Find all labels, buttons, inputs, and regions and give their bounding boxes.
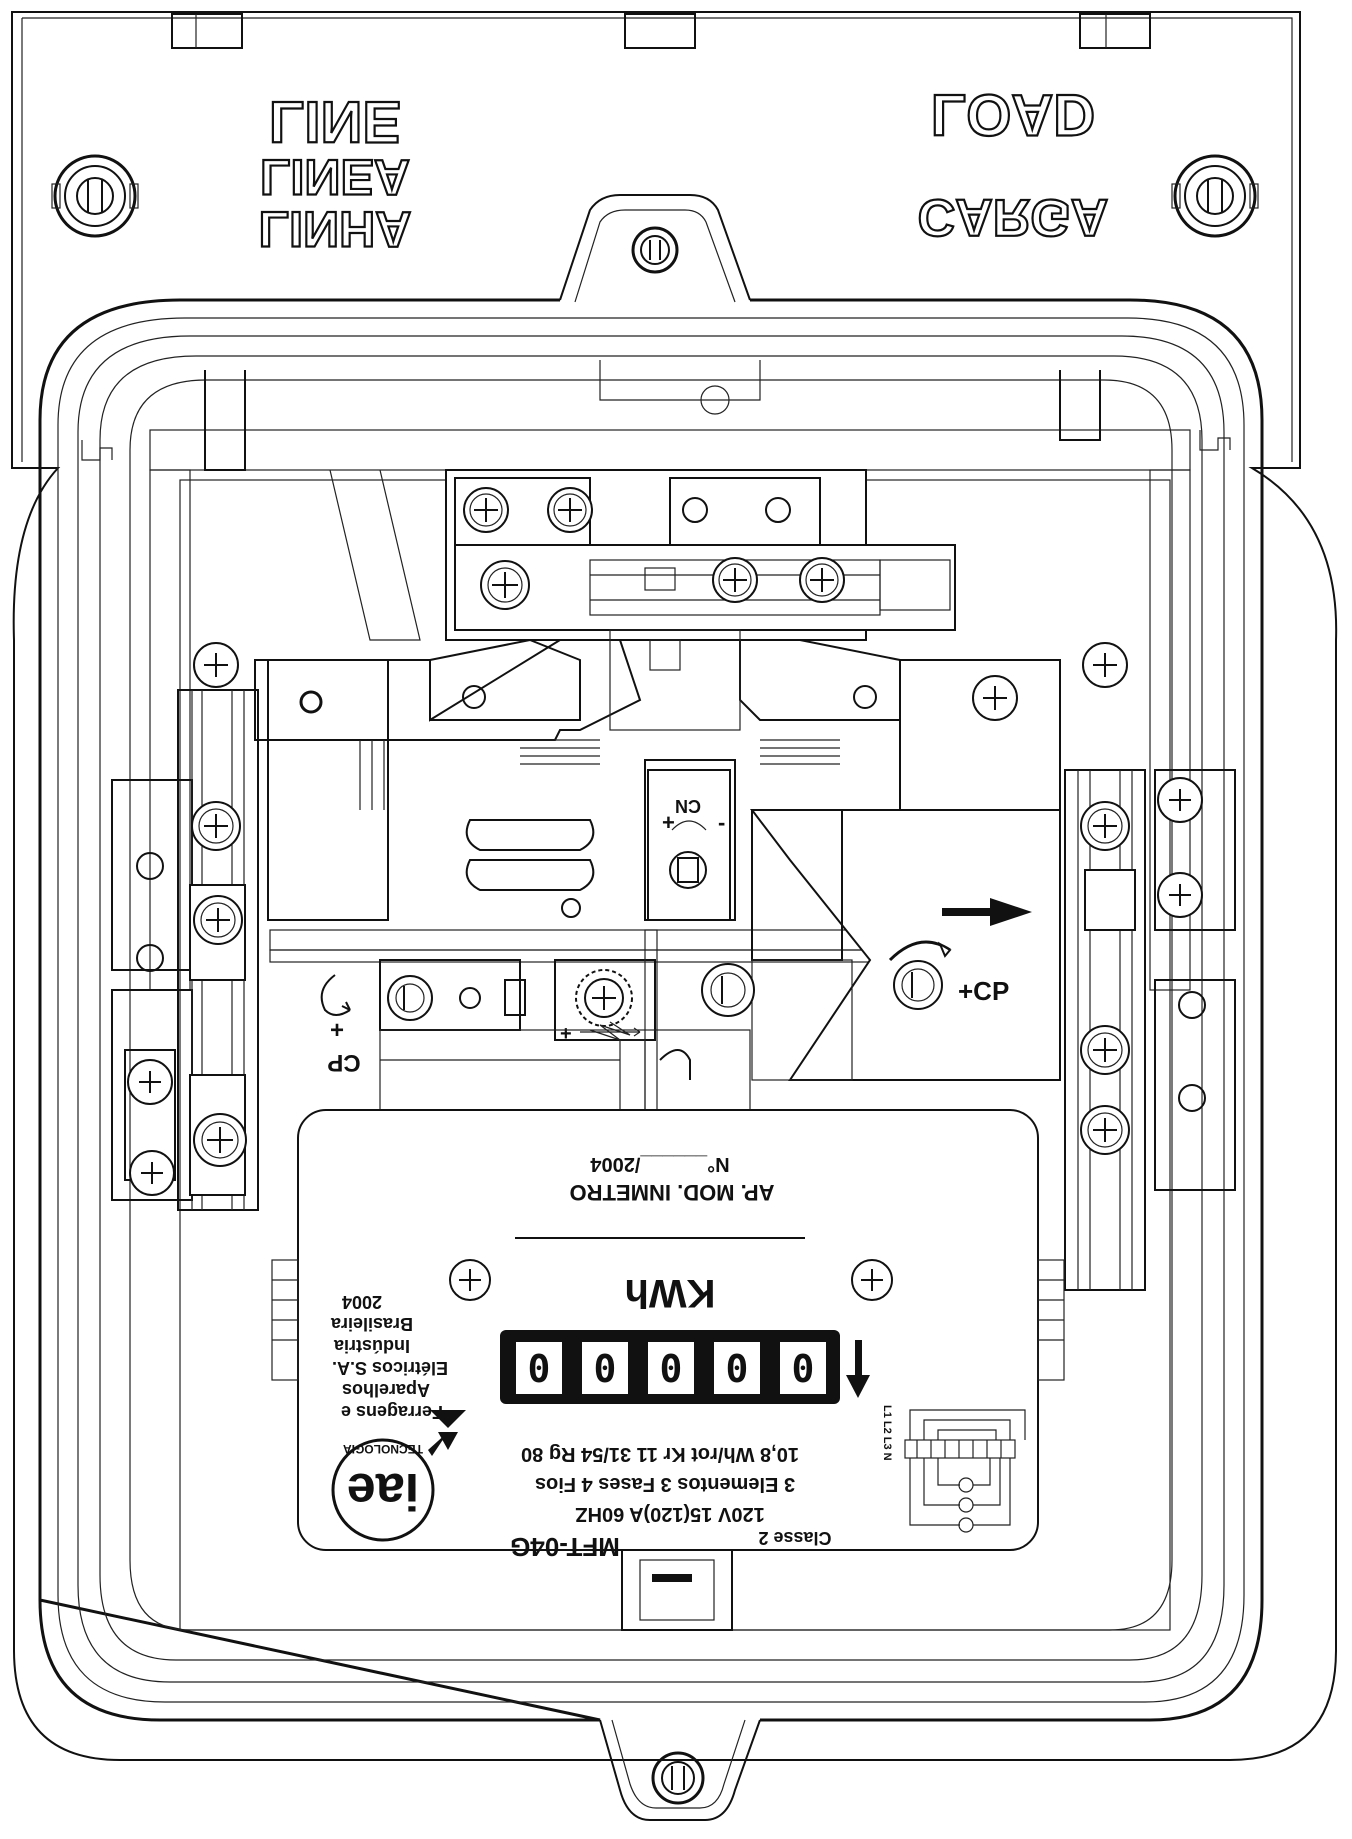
- phillips-screw-icon: [193, 642, 239, 688]
- register-digit: 0: [660, 1347, 683, 1391]
- cn-minus-label: -: [718, 810, 725, 835]
- manufacturer-line: Indústria: [333, 1336, 410, 1356]
- approval-number: N°______/2004: [590, 1153, 730, 1175]
- manufacturer-year: 2004: [342, 1292, 382, 1312]
- terminal-screws-top: [463, 487, 845, 610]
- wiring-labels: L1 L2 L3 N: [881, 1405, 893, 1461]
- brand-subtitle: TECNOLOGIA: [343, 1442, 423, 1456]
- down-arrow-icon: [846, 1340, 870, 1398]
- cp-left-sign: +: [330, 1017, 344, 1044]
- top-left-screw-icon: [51, 154, 139, 238]
- bottom-seal-lug: [599, 1549, 761, 1821]
- top-seal-lug: [559, 194, 751, 303]
- top-right-screw-icon: [1171, 154, 1259, 238]
- cover-frame: [38, 298, 1264, 1722]
- rotation-direction-arrow-icon: [942, 898, 1032, 926]
- manufacturer-text: 2004 Brasileira Indústria Elétricos S.A.…: [330, 1292, 448, 1422]
- cp-right-label: +CP: [958, 976, 1009, 1006]
- register-digit: 0: [528, 1347, 551, 1391]
- phillips-screw-icon: [193, 895, 243, 945]
- ratings-line: 120V 15(120)A 60HZ: [575, 1503, 764, 1525]
- slotted-screw-icon: [387, 975, 433, 1021]
- cp-left-adjuster: + CP: [320, 974, 361, 1076]
- manufacturer-line: Elétricos S.A.: [332, 1358, 448, 1378]
- register-digit: 0: [726, 1347, 749, 1391]
- approval-label: AP. MOD. INMETRO: [570, 1180, 775, 1205]
- brand-name: iae: [347, 1462, 419, 1520]
- left-terminal-strip: [111, 642, 259, 1211]
- cn-label: CN: [675, 796, 701, 816]
- slotted-screw-icon: [893, 960, 943, 1010]
- meter-base-housing: [11, 11, 1338, 1761]
- load-labels: LOAD CARGA: [917, 81, 1110, 247]
- cp-left-label: CP: [327, 1049, 360, 1076]
- phillips-screw-icon: [480, 560, 530, 610]
- coil-stack-center: [520, 739, 840, 765]
- register-digit: 0: [594, 1347, 617, 1391]
- phillips-screw-icon: [1082, 642, 1128, 688]
- label-linha: LINHA: [259, 201, 412, 257]
- unit-label: KWh: [624, 1271, 715, 1315]
- cn-plus-label: +: [662, 810, 675, 835]
- brand-logo: iae TECNOLOGIA: [331, 1438, 435, 1542]
- phillips-screw-icon: [712, 557, 758, 603]
- phillips-screw-icon: [972, 675, 1018, 721]
- gear-icon: [575, 969, 633, 1027]
- nameplate: AP. MOD. INMETRO N°______/2004 KWh 0 0 0…: [297, 1109, 1039, 1562]
- manufacturer-line: Brasileira: [330, 1314, 413, 1334]
- constants-line: 10,8 Wh/rot Kr 11 31/54 Rg 80: [521, 1443, 799, 1465]
- brand-mark-icon: [428, 1410, 466, 1456]
- phillips-screw-icon: [1080, 1105, 1130, 1155]
- line-labels: LINE LINEA LINHA: [258, 88, 413, 258]
- label-line: LINE: [269, 89, 401, 154]
- label-load: LOAD: [931, 82, 1095, 147]
- spring-plus-label: +: [560, 1023, 572, 1045]
- right-terminal-strip: [972, 642, 1236, 1291]
- manufacturer-line: Aparelhos: [342, 1380, 430, 1400]
- plate-side-fins: [271, 1259, 1065, 1381]
- kwh-register: 0 0 0 0 0: [500, 1330, 840, 1404]
- cn-adjuster: CN + -: [647, 769, 731, 921]
- phillips-screw-icon: [193, 1113, 247, 1167]
- phillips-screw-icon: [1157, 872, 1203, 918]
- cp-right-adjuster: +CP: [888, 940, 1009, 1010]
- lower-mechanism: +: [379, 929, 755, 1141]
- phillips-screw-icon: [799, 557, 845, 603]
- model-label: MFT-04G: [510, 1532, 620, 1562]
- phillips-screw-icon: [463, 487, 509, 533]
- phillips-screw-icon: [1157, 777, 1203, 823]
- phillips-screw-icon: [127, 1059, 173, 1105]
- plate-screw-icon: [449, 1259, 491, 1301]
- label-carga: CARGA: [918, 188, 1109, 246]
- top-slots: [171, 13, 1151, 49]
- phillips-screw-icon: [129, 1150, 175, 1196]
- phillips-screw-icon: [1080, 801, 1130, 851]
- plate-screw-icon: [851, 1259, 893, 1301]
- wiring-diagram: L1 L2 L3 N: [881, 1405, 1026, 1533]
- top-terminal-block: [445, 469, 956, 671]
- slotted-screw-icon: [701, 963, 755, 1017]
- class-label: Classe 2: [758, 1528, 831, 1548]
- phillips-screw-icon: [547, 487, 593, 533]
- elements-line: 3 Elementos 3 Fases 4 Fios: [535, 1473, 795, 1495]
- coil-stack-left: [359, 740, 385, 810]
- phillips-screw-icon: [191, 801, 241, 851]
- phillips-screw-icon: [1080, 1025, 1130, 1075]
- register-digit: 0: [792, 1347, 815, 1391]
- manufacturer-line: Ferragens e: [341, 1402, 443, 1422]
- label-linea: LINEA: [260, 149, 410, 205]
